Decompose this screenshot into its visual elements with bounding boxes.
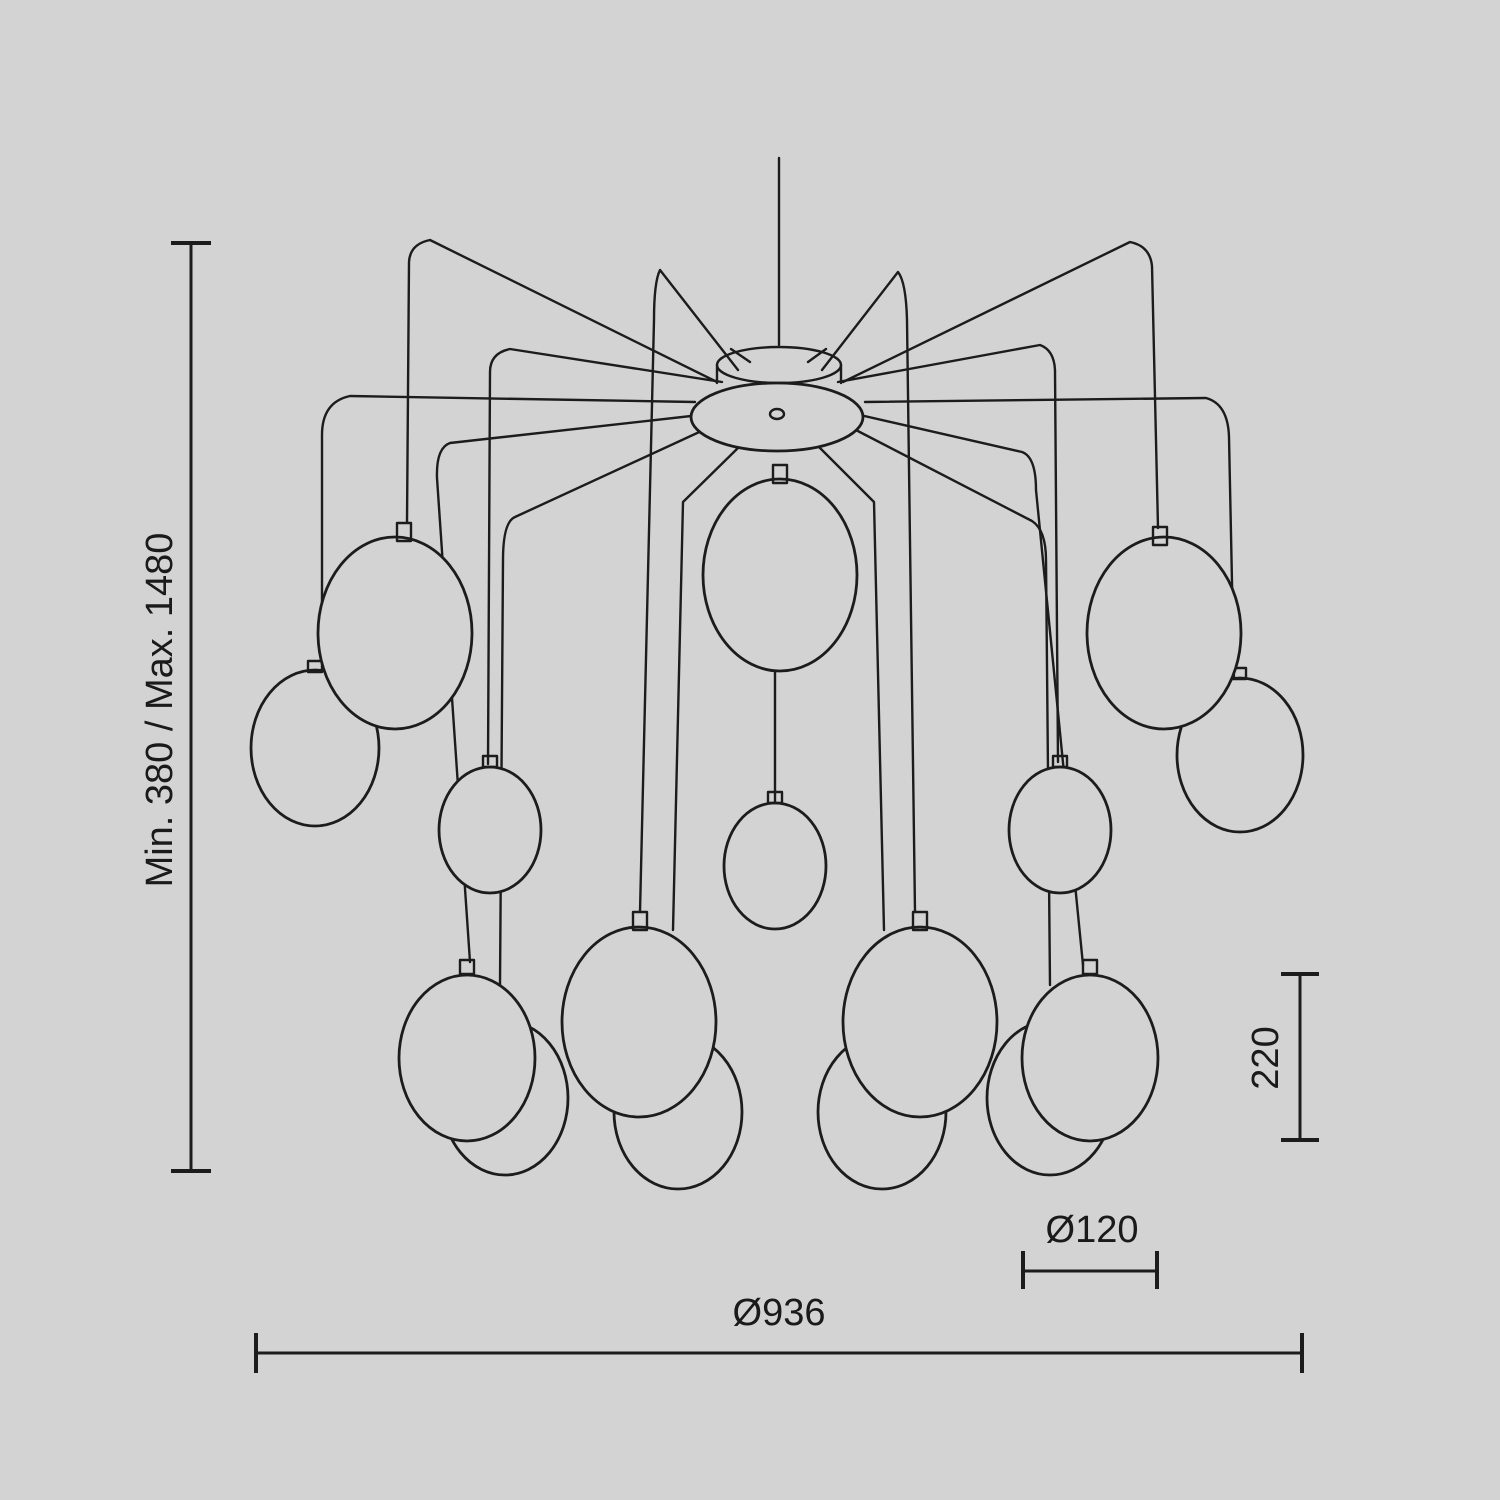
shade-mid-left bbox=[437, 754, 543, 895]
shade-height-dimension-line bbox=[1281, 972, 1319, 1142]
canopy-clips bbox=[729, 347, 828, 364]
total-diameter-dimension-label: Ø936 bbox=[732, 1292, 826, 1334]
shade-bottom-center-left bbox=[560, 910, 718, 1119]
shade-bottom-center-right bbox=[841, 910, 999, 1119]
shade-bottom-left bbox=[397, 958, 537, 1143]
shade-top-right bbox=[1085, 525, 1243, 731]
shade-bottom-right bbox=[1020, 958, 1160, 1143]
shade-diameter-dimension-line bbox=[1021, 1251, 1159, 1289]
shade-top-center bbox=[701, 463, 859, 673]
shade-height-dimension-label: 220 bbox=[1245, 1026, 1287, 1090]
shade-top-left bbox=[316, 521, 474, 731]
height-dimension-label: Min. 380 / Max. 1480 bbox=[139, 532, 181, 888]
height-dimension-line bbox=[171, 241, 211, 1173]
shade-diameter-dimension-label: Ø120 bbox=[1045, 1209, 1139, 1251]
total-diameter-dimension-line bbox=[254, 1333, 1304, 1373]
shade-mid-right bbox=[1007, 754, 1113, 895]
canopy-disc bbox=[689, 381, 865, 453]
shade-mid-center bbox=[722, 790, 828, 931]
arms bbox=[320, 238, 1236, 987]
